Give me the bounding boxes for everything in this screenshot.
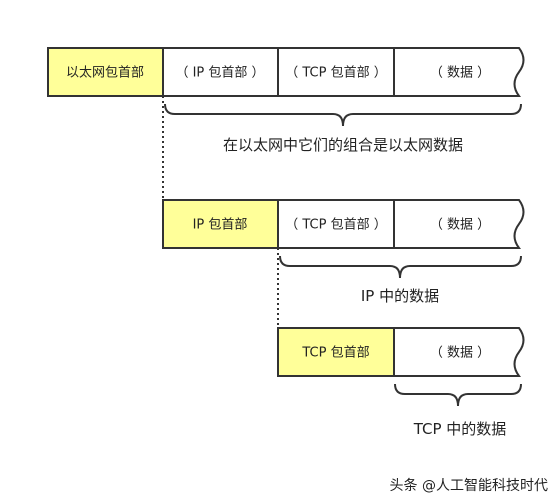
ethernet-data-caption: 在以太网中它们的组合是以太网数据 bbox=[223, 136, 463, 154]
ip-header-label: （ IP 包首部 ） bbox=[175, 66, 264, 81]
tcp-header-label: （ TCP 包首部 ） bbox=[285, 66, 387, 81]
data-label-row3: （ 数据 ） bbox=[430, 346, 490, 361]
row-ethernet-frame: 以太网包首部 （ IP 包首部 ） （ TCP 包首部 ） （ 数据 ） 在以太… bbox=[47, 47, 525, 154]
data-label: （ 数据 ） bbox=[430, 66, 490, 81]
tcp-header-box bbox=[277, 47, 395, 97]
tcp-data-caption: TCP 中的数据 bbox=[413, 420, 507, 438]
brace-ip-data bbox=[279, 255, 522, 279]
watermark: 头条 @人工智能科技时代 bbox=[390, 477, 548, 494]
tcp-header-label-row3: TCP 包首部 bbox=[301, 346, 369, 361]
tcp-header-label-row2: （ TCP 包首部 ） bbox=[285, 218, 387, 233]
tcp-header-box-row2 bbox=[277, 199, 395, 249]
data-box-row3 bbox=[393, 327, 525, 377]
brace-ethernet-data bbox=[164, 103, 522, 127]
row-ip-packet: IP 包首部 （ TCP 包首部 ） （ 数据 ） IP 中的数据 bbox=[162, 199, 525, 305]
row-tcp-segment: TCP 包首部 （ 数据 ） TCP 中的数据 bbox=[277, 327, 525, 438]
ethernet-header-box bbox=[47, 47, 164, 97]
ip-data-caption: IP 中的数据 bbox=[361, 287, 439, 305]
brace-tcp-data bbox=[394, 383, 522, 407]
data-label-row2: （ 数据 ） bbox=[430, 218, 490, 233]
ip-header-label-row2: IP 包首部 bbox=[193, 218, 248, 233]
ip-header-box-row2 bbox=[162, 199, 279, 249]
data-box bbox=[393, 47, 525, 97]
tcp-header-box-row3 bbox=[277, 327, 395, 377]
ip-header-box bbox=[162, 47, 279, 97]
ethernet-header-label: 以太网包首部 bbox=[66, 66, 144, 81]
data-box-row2 bbox=[393, 199, 525, 249]
